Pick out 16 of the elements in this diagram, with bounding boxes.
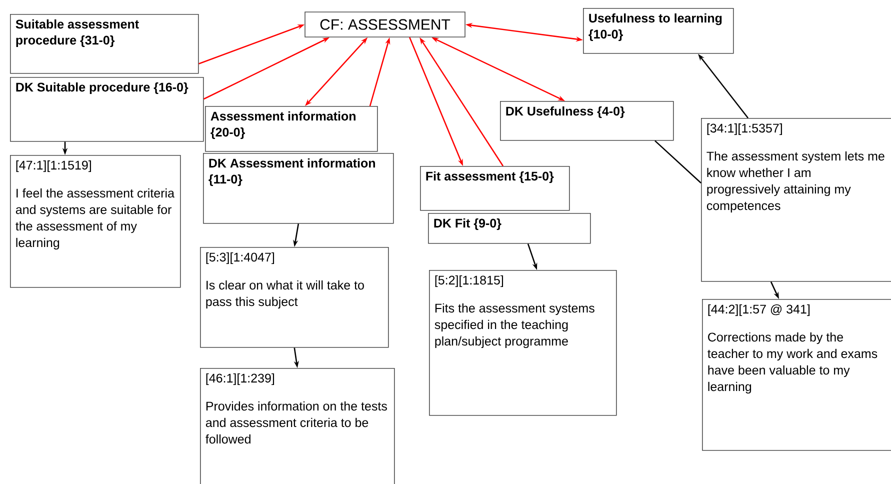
quote-box: [46:1][1:239] Provides information on the tests and assessment criteria to be followed bbox=[200, 368, 395, 484]
quote-box: [47:1][1:1519] I feel the assessment criteria and systems are suitable for the assessment of my learning bbox=[10, 155, 181, 288]
quote-box: [34:1][1:5357] The assessment system lets me know whether I am progressively attaining my competences bbox=[701, 118, 891, 282]
concept-box: CF: ASSESSMENT bbox=[304, 12, 466, 38]
quote-box: [5:2][1:1815] Fits the assessment systems specified in the teaching plan/subject programme bbox=[429, 270, 617, 416]
category-box: DK Suitable procedure {16-0} bbox=[10, 77, 204, 142]
quote-box: [44:2][1:57 @ 341] Corrections made by the teacher to my work and exams have been valuable to my learning bbox=[702, 299, 891, 451]
category-box: DK Fit {9-0} bbox=[428, 213, 591, 244]
category-box: Assessment information {20-0} bbox=[205, 106, 378, 152]
quote-box: [5:3][1:4047] Is clear on what it will take to pass this subject bbox=[200, 247, 389, 348]
category-box: Usefulness to learning {10-0} bbox=[583, 8, 734, 54]
category-box: DK Assessment information {11-0} bbox=[203, 153, 394, 224]
connector-line bbox=[654, 140, 702, 184]
category-box: DK Usefulness {4-0} bbox=[500, 101, 674, 141]
category-box: Suitable assessment procedure {31-0} bbox=[10, 14, 199, 74]
category-box: Fit assessment {15-0} bbox=[420, 166, 570, 211]
